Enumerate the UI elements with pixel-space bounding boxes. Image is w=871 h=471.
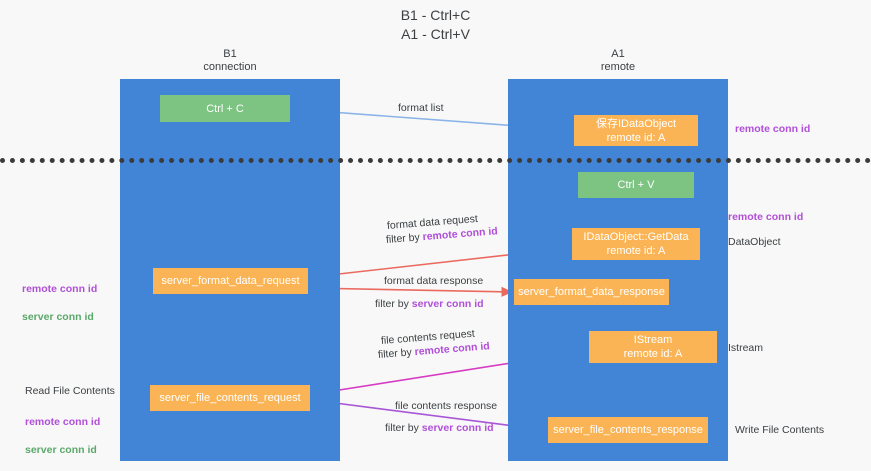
lane-header-a1: A1 remote — [600, 48, 636, 73]
arrow-format-data-response — [309, 286, 513, 297]
node-save-idataobject[interactable]: 保存IDataObject remote id: A — [574, 115, 698, 146]
server-conn-id-text: server conn id — [411, 298, 484, 310]
node-ctrl-v[interactable]: Ctrl + V — [578, 172, 694, 198]
note-conn-ids-format: remote conn id server conn id — [22, 268, 97, 338]
node-server-file-contents-request[interactable]: server_file_contents_request — [150, 385, 310, 411]
note-read-file-contents: Read File Contents — [25, 385, 115, 397]
edge-label-format-data-response-filter: filter by server conn id — [375, 297, 484, 311]
edge-label-format-list: format list — [398, 102, 444, 114]
filter-by-text: filter by — [385, 422, 422, 434]
note-remote-conn-id-top: remote conn id — [735, 123, 811, 135]
server-conn-id-text: server conn id — [421, 422, 494, 434]
note-server-conn-id: server conn id — [25, 444, 97, 456]
filter-by-text: filter by — [375, 298, 412, 310]
edge-label-file-contents-response: file contents response — [395, 400, 498, 412]
note-conn-ids-file: remote conn id server conn id — [25, 401, 100, 471]
note-remote-conn-id: remote conn id — [22, 283, 98, 295]
filter-by-text: filter by — [377, 346, 416, 361]
copy-paste-divider — [0, 158, 871, 163]
note-server-conn-id: server conn id — [22, 311, 94, 323]
note-write-file-contents: Write File Contents — [735, 424, 825, 436]
note-remote-conn-id: remote conn id — [25, 416, 101, 428]
node-server-format-data-response[interactable]: server_format_data_response — [514, 279, 669, 305]
node-istream[interactable]: IStream remote id: A — [589, 331, 717, 363]
node-ctrl-c[interactable]: Ctrl + C — [160, 95, 290, 122]
node-server-file-contents-response[interactable]: server_file_contents_response — [548, 417, 708, 443]
note-istream: Istream — [728, 342, 764, 354]
edge-label-format-data-response: format data response — [384, 275, 484, 287]
node-server-format-data-request[interactable]: server_format_data_request — [153, 268, 308, 294]
node-idataobject-getdata[interactable]: IDataObject::GetData remote id: A — [572, 228, 700, 260]
note-remote-conn-id-getdata: remote conn id — [728, 211, 804, 223]
arrow-file-contents-response — [311, 399, 547, 434]
edge-label-file-contents-response-filter: filter by server conn id — [385, 421, 494, 435]
page-title: B1 - Ctrl+C A1 - Ctrl+V — [400, 7, 471, 42]
filter-by-text: filter by — [385, 231, 424, 246]
lane-header-b1: B1 connection — [203, 48, 257, 73]
note-dataobject: DataObject — [728, 236, 781, 248]
